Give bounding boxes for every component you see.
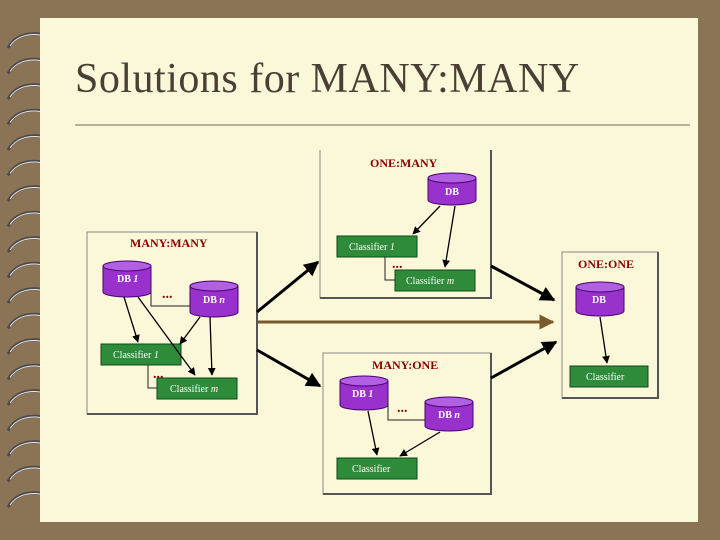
- classifier-1-index: 1: [390, 242, 395, 253]
- arrow-to-one-many: [256, 260, 320, 314]
- panel-frame-shadow: [320, 150, 492, 299]
- db-bracket: [387, 398, 425, 421]
- arrow-db1-clm: [137, 296, 196, 376]
- svg-text:Classifier m: Classifier m: [170, 384, 218, 395]
- classifier-m-label: Classifier: [170, 384, 211, 395]
- db-cylinder: DB: [427, 172, 477, 206]
- db-n-index: n: [219, 295, 225, 306]
- panel-frame-shadow: [562, 252, 659, 399]
- svg-text:DB 1: DB 1: [352, 389, 373, 400]
- db-n-index: n: [454, 410, 460, 421]
- svg-text:DB n: DB n: [438, 410, 460, 421]
- db-n-label: DB: [438, 410, 454, 421]
- classifier-m-box: Classifier m: [156, 377, 238, 400]
- classifier-1-box: Classifier 1: [336, 235, 418, 258]
- classifier-ellipsis: ...: [153, 367, 164, 382]
- classifier-1-index: 1: [154, 350, 159, 361]
- db-n-label: DB: [203, 295, 219, 306]
- classifier-m-index: m: [211, 384, 218, 395]
- arrow-to-many-one: [256, 348, 322, 388]
- arrow-dbn-cl1: [179, 316, 201, 345]
- svg-text:DB 1: DB 1: [117, 274, 138, 285]
- panel-frame-shadow: [323, 353, 492, 495]
- classifier-label: Classifier: [352, 464, 391, 475]
- db-1-index: 1: [368, 389, 373, 400]
- classifier-1-label: Classifier: [113, 350, 154, 361]
- page-title: Solutions for MANY:MANY: [75, 56, 580, 102]
- arrow-dbn-clm: [207, 316, 216, 376]
- panel-one-many: ONE:MANY DB Classifier 1 Classifier m ..…: [319, 150, 492, 299]
- arrow-many-one-to-one-one: [490, 340, 558, 380]
- title-divider: [75, 124, 690, 126]
- panel-many-many: MANY:MANY DB 1 DB n ... Classifier 1 Cla…: [86, 231, 258, 415]
- arrow-db1-cl: [367, 410, 380, 456]
- panel-many-one: MANY:ONE DB 1 DB n ... Classifier: [322, 352, 492, 495]
- db-label: DB: [592, 295, 606, 306]
- classifier-m-box: Classifier m: [394, 269, 476, 292]
- svg-text:DB n: DB n: [203, 295, 225, 306]
- svg-text:Classifier m: Classifier m: [406, 276, 454, 287]
- panel-label-one-many: ONE:MANY: [370, 156, 438, 170]
- panel-label-many-one: MANY:ONE: [372, 358, 438, 372]
- classifier-m-label: Classifier: [406, 276, 447, 287]
- classifier-m-index: m: [447, 276, 454, 287]
- classifier-label: Classifier: [586, 372, 625, 383]
- classifier-box: Classifier: [336, 457, 418, 480]
- panel-label-one-one: ONE:ONE: [578, 257, 634, 271]
- classifier-ellipsis: ...: [392, 257, 403, 272]
- arrow-db1-cl1: [123, 296, 140, 343]
- classifier-box: Classifier: [569, 365, 649, 388]
- panel-frame-shadow: [87, 232, 258, 415]
- db-label: DB: [445, 187, 459, 198]
- arrow-db-cl: [599, 316, 610, 364]
- db-n-cylinder: DB n: [424, 396, 474, 432]
- svg-text:Classifier 1: Classifier 1: [349, 242, 395, 253]
- db-ellipsis: ...: [397, 401, 408, 416]
- panel-label-many-many: MANY:MANY: [130, 236, 208, 250]
- classifier-bracket: [384, 257, 395, 281]
- db-ellipsis: ...: [162, 287, 173, 302]
- arrow-db-clm: [442, 205, 456, 268]
- classifier-bracket: [147, 365, 157, 389]
- db-1-index: 1: [133, 274, 138, 285]
- db-1-cylinder: DB 1: [102, 260, 152, 298]
- arrow-db-cl1: [412, 205, 441, 235]
- classifier-1-box: Classifier 1: [100, 343, 182, 366]
- arrow-dbn-cl: [399, 431, 441, 457]
- arrow-one-many-to-one-one: [490, 264, 556, 302]
- db-1-cylinder: DB 1: [339, 375, 389, 411]
- classifier-1-label: Classifier: [349, 242, 390, 253]
- db-1-label: DB: [352, 389, 368, 400]
- db-bracket: [150, 282, 190, 307]
- svg-text:Classifier 1: Classifier 1: [113, 350, 159, 361]
- db-n-cylinder: DB n: [189, 280, 239, 318]
- db-1-label: DB: [117, 274, 133, 285]
- panel-one-one: ONE:ONE DB Classifier: [561, 251, 659, 399]
- db-cylinder: DB: [575, 281, 625, 317]
